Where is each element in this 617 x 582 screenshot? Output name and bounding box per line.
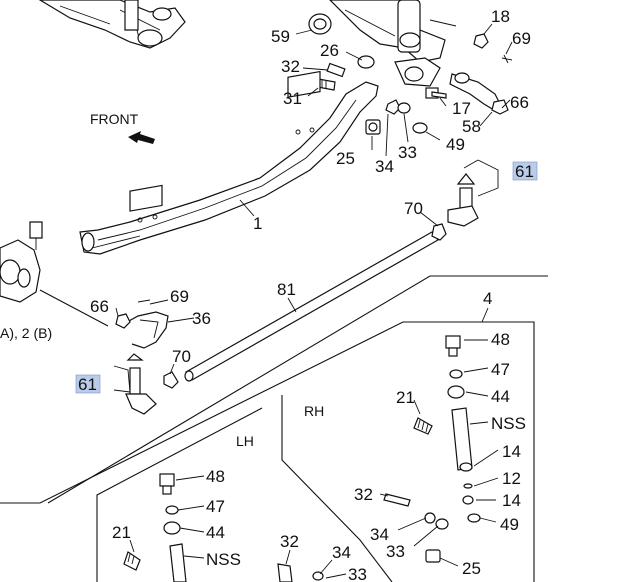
part-81-tie-rod <box>184 231 439 382</box>
callout-4: 4 <box>483 289 492 308</box>
callout-17: 17 <box>452 99 471 118</box>
callout-61-right: 61 <box>512 161 538 181</box>
partial-label: A), 2 (B) <box>0 325 52 341</box>
callout-61-left-text: 61 <box>78 375 97 394</box>
callout-44-lh: 44 <box>206 523 225 542</box>
callout-69-left: 69 <box>170 287 189 306</box>
part-61-right-tie-rod-end <box>447 173 479 227</box>
rh-detail-parts <box>383 335 481 563</box>
upper-right-knuckle-assembly <box>329 0 457 87</box>
lh-detail-parts <box>123 473 324 582</box>
callout-34-top: 34 <box>375 157 394 176</box>
callout-nss-lh: NSS <box>206 550 241 569</box>
callout-34-rh: 34 <box>370 525 389 544</box>
left-knuckle-partial <box>0 221 109 327</box>
callout-34-lh: 34 <box>332 543 351 562</box>
callout-32-rh: 32 <box>354 485 373 504</box>
part-18-nut <box>473 33 489 49</box>
part-36-arm <box>119 311 169 349</box>
callout-58: 58 <box>462 117 481 136</box>
part-59-bushing <box>308 13 332 35</box>
front-label: FRONT <box>90 111 139 127</box>
callout-31: 31 <box>283 89 302 108</box>
part-26-washer <box>357 55 375 69</box>
lh-box-outline <box>96 407 263 582</box>
front-arrow-icon <box>128 131 155 144</box>
part-49-washer <box>412 122 428 134</box>
callout-47-lh: 47 <box>206 497 225 516</box>
part-69-left-cotter <box>137 299 151 303</box>
upper-knuckle-assembly <box>38 0 186 49</box>
callout-81: 81 <box>277 280 296 299</box>
lh-label: LH <box>236 433 254 449</box>
detail-box-outline <box>0 321 535 582</box>
part-69-cotter-pin <box>501 54 513 64</box>
part-70-right-nut <box>431 223 447 241</box>
part-70-left-nut <box>163 371 179 389</box>
callout-1: 1 <box>253 214 262 233</box>
callout-70-right: 70 <box>404 199 423 218</box>
callout-48-rh: 48 <box>491 330 510 349</box>
callout-21-lh: 21 <box>112 523 131 542</box>
callout-25-top: 25 <box>336 149 355 168</box>
callout-59: 59 <box>271 27 290 46</box>
callout-18: 18 <box>491 7 510 26</box>
part-17-bolt <box>425 87 447 99</box>
callout-44-rh: 44 <box>491 387 510 406</box>
part-66-nut <box>491 99 509 115</box>
rh-label: RH <box>304 403 324 419</box>
callout-nss-rh: NSS <box>491 414 526 433</box>
callout-49-rh: 49 <box>500 515 519 534</box>
callout-21-rh: 21 <box>396 388 415 407</box>
part-66-left-nut <box>115 313 131 329</box>
callout-25-rh: 25 <box>462 559 481 578</box>
front-section-line <box>47 275 548 504</box>
part-34-nut <box>385 99 401 115</box>
callout-32-lh: 32 <box>280 532 299 551</box>
callout-70-left: 70 <box>172 347 191 366</box>
callout-47-rh: 47 <box>491 360 510 379</box>
callout-12-rh: 12 <box>502 469 521 488</box>
callout-69-top: 69 <box>512 29 531 48</box>
callout-61-left: 61 <box>75 374 101 394</box>
callout-26: 26 <box>320 41 339 60</box>
callout-66-top: 66 <box>510 93 529 112</box>
callout-49-top: 49 <box>446 135 465 154</box>
part-32-pin <box>326 62 346 78</box>
callout-33-top: 33 <box>398 143 417 162</box>
callout-66-left: 66 <box>90 297 109 316</box>
callout-33-rh: 33 <box>386 542 405 561</box>
callout-61-right-text: 61 <box>515 162 534 181</box>
callout-14-rh-a: 14 <box>502 442 521 461</box>
callout-48-lh: 48 <box>206 467 225 486</box>
part-33-washer <box>397 102 411 114</box>
callout-32-top: 32 <box>281 57 300 76</box>
rh-lh-divider <box>281 395 393 582</box>
callout-33-lh: 33 <box>348 565 367 582</box>
part-25-bushing <box>365 119 381 135</box>
callout-14-rh-b: 14 <box>502 491 521 510</box>
callout-36: 36 <box>192 309 211 328</box>
leader-lines <box>113 23 513 579</box>
axle-beam <box>79 70 379 255</box>
part-61-left-boot <box>125 353 157 415</box>
